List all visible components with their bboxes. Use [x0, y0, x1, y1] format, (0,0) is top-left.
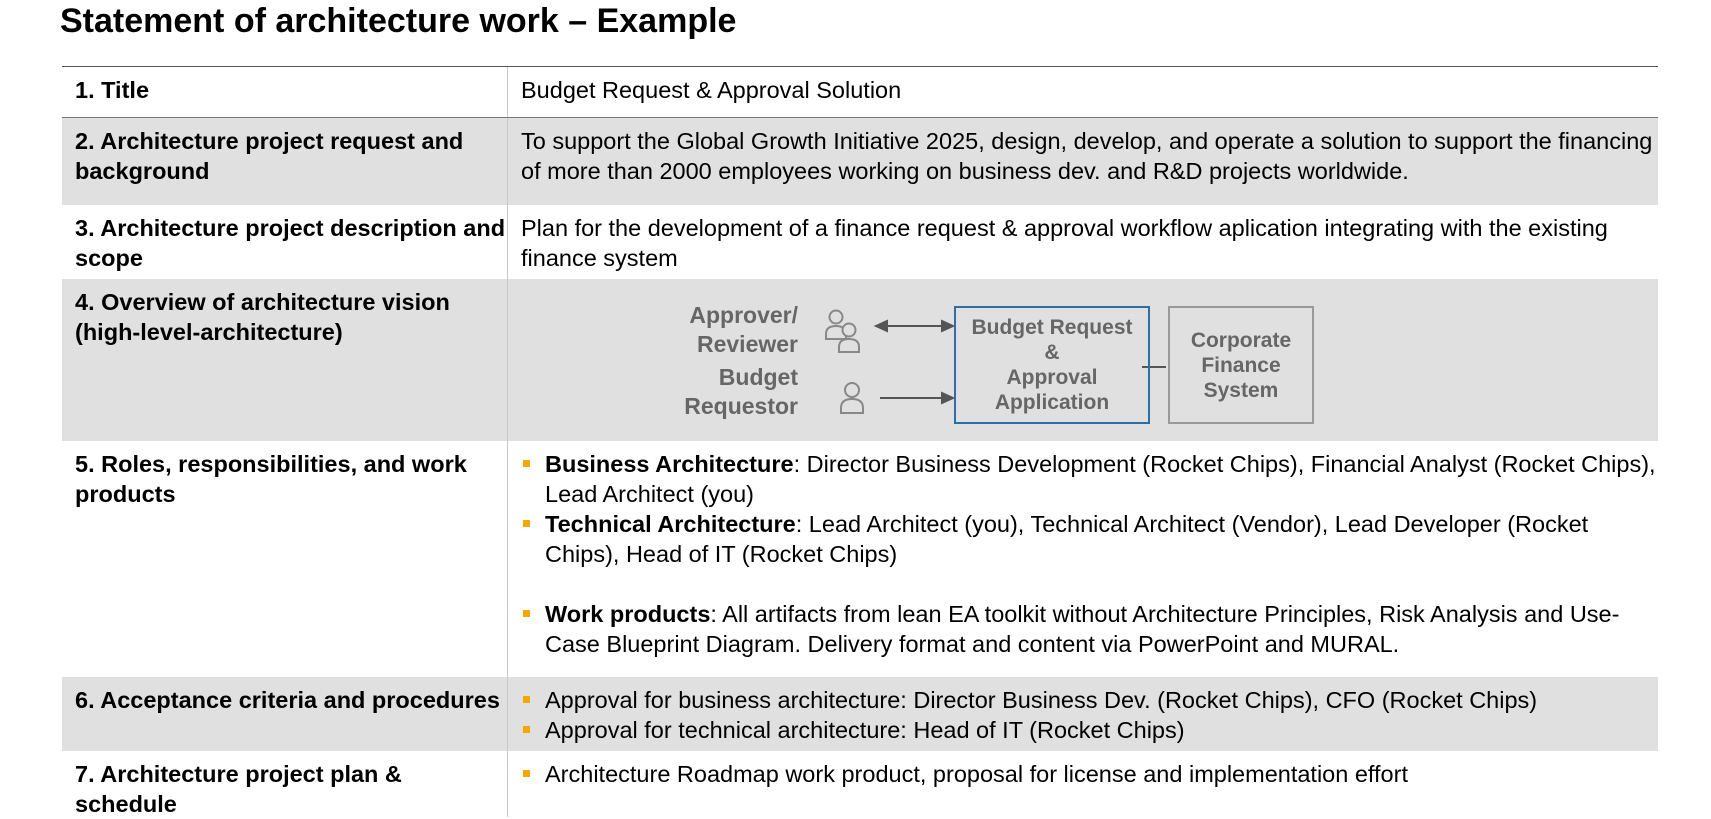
- table-row-background: 2. Architecture project request and back…: [62, 118, 1658, 205]
- list-item: Business Architecture: Director Business…: [521, 449, 1658, 509]
- bullet-icon: [523, 610, 530, 617]
- list-item: Approval for business architecture: Dire…: [521, 685, 1658, 715]
- bullet-icon: [523, 696, 530, 703]
- role-requestor-label: Budget Requestor: [648, 363, 798, 421]
- row-label: 5. Roles, responsibilities, and work pro…: [62, 441, 508, 677]
- row-label: 2. Architecture project request and back…: [62, 118, 508, 205]
- table-row-acceptance: 6. Acceptance criteria and procedures Ap…: [62, 677, 1658, 751]
- item-text: Approval for technical architecture: Hea…: [545, 717, 1185, 743]
- row-content: Plan for the development of a finance re…: [521, 215, 1608, 271]
- row-content: Budget Request & Approval Solution: [521, 77, 902, 103]
- table-row-scope: 3. Architecture project description and …: [62, 205, 1658, 279]
- row-label: 7. Architecture project plan & schedule: [62, 751, 508, 817]
- table-row-title: 1. Title Budget Request & Approval Solut…: [62, 67, 1658, 118]
- app-line: Budget Request: [971, 316, 1133, 339]
- bullet-icon: [523, 460, 530, 467]
- finance-line: Finance: [1201, 353, 1281, 377]
- statement-table: 1. Title Budget Request & Approval Solut…: [62, 66, 1658, 817]
- bidirectional-arrow: [873, 319, 956, 333]
- list-item: Technical Architecture: Lead Architect (…: [521, 509, 1658, 569]
- table-row-roles: 5. Roles, responsibilities, and work pro…: [62, 441, 1658, 677]
- item-text: : Lead Architect (you), Technical Archit…: [545, 511, 1589, 567]
- row-label: 6. Acceptance criteria and procedures: [62, 677, 508, 751]
- table-row-vision: 4. Overview of architecture vision (high…: [62, 279, 1658, 441]
- app-line: &: [1044, 341, 1060, 364]
- acceptance-list: Approval for business architecture: Dire…: [521, 685, 1658, 745]
- item-bold: Work products: [545, 601, 711, 627]
- list-item: Architecture Roadmap work product, propo…: [521, 759, 1658, 789]
- diagram-connectors: [825, 309, 1166, 414]
- architecture-diagram: Approver/ Reviewer Budget Requestor: [508, 279, 1658, 441]
- app-line: Application: [994, 391, 1110, 414]
- row-content: Approval for business architecture: Dire…: [508, 677, 1658, 751]
- list-item: Approval for technical architecture: Hea…: [521, 715, 1658, 745]
- role-approver-line1: Approver/: [689, 302, 798, 328]
- finance-line: System: [1203, 378, 1279, 402]
- item-text: : All artifacts from lean EA toolkit wit…: [545, 601, 1620, 657]
- bullet-icon: [523, 770, 530, 777]
- item-text: Architecture Roadmap work product, propo…: [545, 761, 1408, 787]
- users-icon: [825, 309, 860, 353]
- item-text: Approval for business architecture: Dire…: [545, 687, 1538, 713]
- item-text: : Director Business Development (Rocket …: [545, 451, 1656, 507]
- list-item: Work products: All artifacts from lean E…: [521, 599, 1658, 659]
- row-content: Approver/ Reviewer Budget Requestor: [508, 279, 1658, 441]
- row-label: 1. Title: [62, 67, 508, 117]
- finance-system-box: Corporate Finance System: [1168, 306, 1314, 424]
- budget-app-box: Budget Request & Approval Application: [954, 306, 1150, 424]
- bullet-icon: [523, 520, 530, 527]
- item-bold: Business Architecture: [545, 451, 794, 477]
- bullet-icon: [523, 726, 530, 733]
- page-title: Statement of architecture work – Example: [60, 2, 737, 40]
- roles-list: Business Architecture: Director Business…: [521, 449, 1658, 659]
- role-approver-line2: Reviewer: [696, 331, 798, 357]
- plan-list: Architecture Roadmap work product, propo…: [521, 759, 1658, 789]
- row-label: 3. Architecture project description and …: [62, 205, 508, 279]
- table-row-plan: 7. Architecture project plan & schedule …: [62, 751, 1658, 817]
- role-requestor-line2: Requestor: [684, 393, 798, 419]
- user-icon: [840, 382, 864, 414]
- item-bold: Technical Architecture: [545, 511, 796, 537]
- finance-line: Corporate: [1190, 328, 1292, 352]
- request-arrow: [880, 391, 956, 405]
- row-content: Architecture Roadmap work product, propo…: [508, 751, 1658, 817]
- row-content: Business Architecture: Director Business…: [508, 441, 1658, 677]
- row-label: 4. Overview of architecture vision (high…: [62, 279, 508, 441]
- row-content: To support the Global Growth Initiative …: [521, 128, 1653, 184]
- role-approver-label: Approver/ Reviewer: [648, 301, 798, 359]
- app-line: Approval: [1006, 366, 1098, 389]
- role-requestor-line1: Budget: [718, 364, 798, 390]
